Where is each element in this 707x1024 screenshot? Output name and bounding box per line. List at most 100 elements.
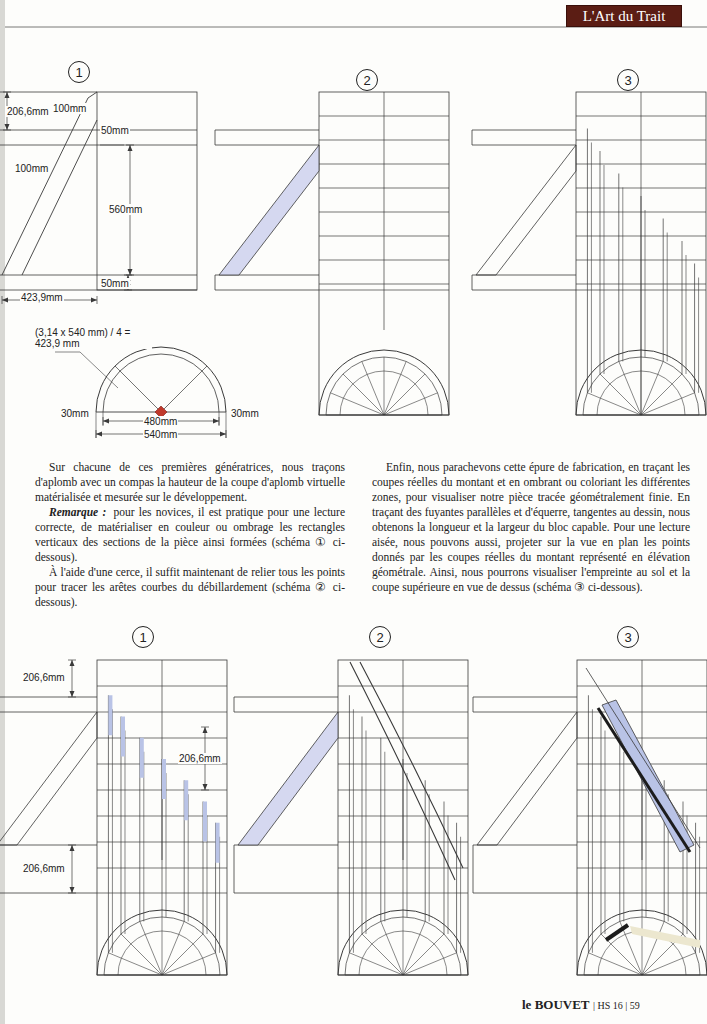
curved-edge [350,662,455,880]
plan-arc [576,350,706,415]
drawing-line [663,219,664,362]
section-shading [184,780,188,820]
drawing-line [576,164,706,165]
drawing-frame [97,92,197,290]
drawing-line [361,717,362,934]
formula: (3,14 x 540 mm) / 4 = 423,9 mm [34,327,152,349]
drawing-line [234,893,338,894]
dimension-arrow [70,691,75,697]
dimension-arrow [220,432,226,437]
plan-arc [104,917,220,975]
drawing-line [472,130,576,131]
drawing-line [219,412,220,426]
plan-arc [584,917,700,975]
drawing-line [215,130,319,131]
drawing-line [576,116,706,117]
curved-edge [360,662,463,868]
drawing-line [429,794,430,921]
drawing-line [444,802,445,934]
drawing-line [473,697,577,698]
plan-arc [319,350,449,415]
drawing-line [88,92,97,98]
callout-number: 2 [369,626,391,648]
dimension-arrow [128,269,133,275]
dimension: 30mm [60,408,90,419]
drawing-line [641,374,682,415]
curved-edge [598,708,690,852]
drawing-line [694,264,695,393]
drawing-line [112,709,113,953]
page-number: | HS 16 | 59 [593,1000,640,1011]
drawing-line [362,361,384,415]
drawing-line [319,140,449,141]
drawing-line [384,415,442,416]
drawing-line [599,151,600,374]
dimension: 206,6mm [22,863,66,874]
stair-stringer-band [0,712,97,845]
drawing-line [319,290,449,291]
drawing-line [472,130,473,145]
drawing-line [576,188,706,189]
drawing-line [472,275,473,290]
drawing-line [641,393,695,415]
drawing-line [456,823,457,953]
dimension-arrow [2,298,8,303]
drawing-line [215,145,319,146]
drawing-line [592,709,593,953]
callout-digit: 3 [624,630,631,645]
drawing-line [622,188,623,362]
plan-arc [577,910,707,975]
dimension: 423,9mm [20,292,64,303]
drawing-line [642,917,643,975]
dimension: 206,6mm [22,672,66,683]
drawing-line [97,738,227,739]
drawing-line [384,374,425,415]
drawing-line [55,352,80,353]
callout-digit: 2 [376,630,383,645]
paragraph: Enfin, nous parachevons cette épure de f… [372,460,690,595]
drawing-line [326,415,384,416]
drawing-line [338,686,468,687]
drawing-line [343,374,384,415]
drawing-line [349,695,350,953]
callout-digit: 2 [363,73,370,88]
drawing-line [162,934,203,975]
dimension-arrow [203,784,208,790]
drawing-line [384,92,385,330]
drawing-line [641,357,642,415]
drawing-line [345,975,403,976]
drawing-line [699,837,700,953]
drawing-line [588,695,589,953]
callout-number: 3 [617,69,639,91]
drawing-line [319,284,449,285]
drawing-line [381,921,403,975]
drawing-line [619,361,641,415]
drawing-line [319,188,449,189]
drawing-line [215,130,216,145]
dimension: 100mm [14,163,49,174]
drawing-line [577,712,707,713]
dimension-arrow [203,727,208,733]
drawing-line [600,374,641,415]
plan-arc [97,910,227,975]
drawing-line [234,697,338,698]
drawing-line [384,357,385,415]
drawing-line [319,260,449,261]
plan-arc [96,347,226,412]
drawing-line [319,164,449,165]
callout-number: 2 [356,69,378,91]
curved-edge [586,668,700,848]
section-shading [121,717,125,757]
header-title: L'Art du Trait [583,8,666,25]
section-shading [108,695,112,735]
dimension-arrow [213,419,219,424]
drawing-line [604,731,605,934]
drawing-line [606,925,628,940]
dimension: 480mm [143,416,178,427]
drawing-line [215,275,216,290]
real-section-shading [602,700,694,852]
drawing-line [403,934,444,975]
drawing-line [338,738,468,739]
callout-number: 1 [132,626,154,648]
drawing-line [600,717,601,934]
